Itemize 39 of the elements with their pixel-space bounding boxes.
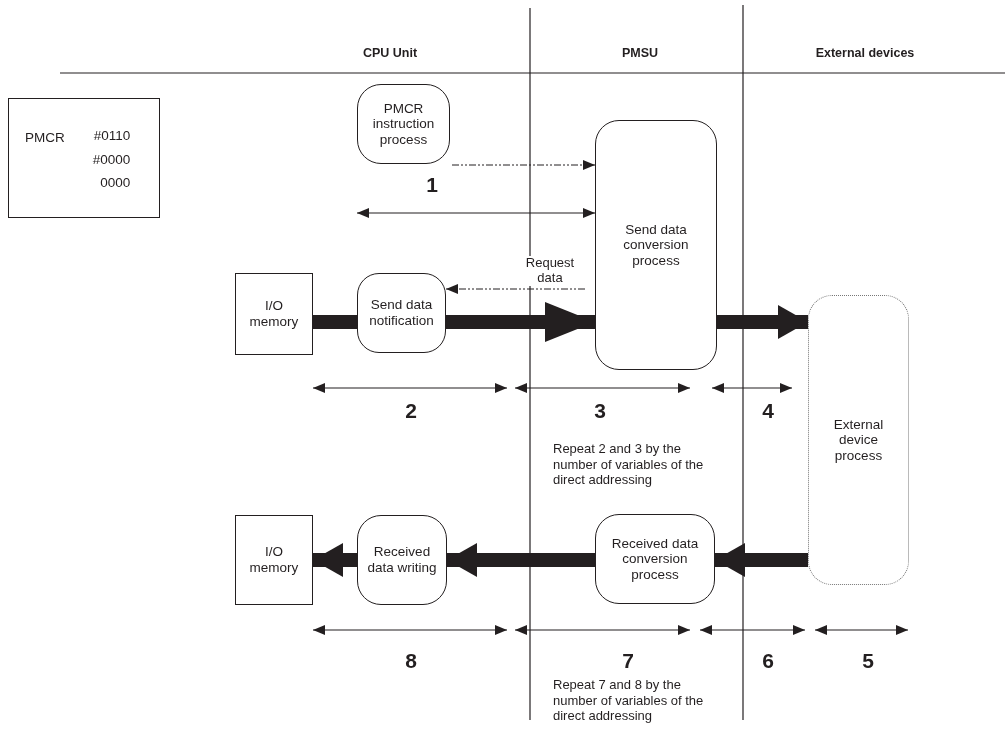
node-label: PMCR instruction process	[371, 100, 436, 148]
column-header: PMSU	[620, 46, 660, 61]
step-number: 2	[404, 398, 418, 424]
note-text: Repeat 7 and 8 by the number of variables of the direct addressing	[553, 677, 705, 724]
step-number: 1	[425, 172, 439, 198]
node-label: Received data conversion process	[610, 535, 700, 583]
column-header: CPU Unit	[361, 46, 419, 61]
instruction-operands: #0110 #0000 0000	[91, 127, 131, 193]
column-header: External devices	[814, 46, 916, 61]
data-flow-arrow	[715, 543, 808, 577]
data-flow-arrow	[446, 302, 595, 342]
instruction-box	[8, 98, 160, 218]
data-flow-arrow	[447, 543, 595, 577]
step-number: 3	[593, 398, 607, 424]
arrow	[451, 160, 596, 170]
node-label: Received data writing	[366, 544, 438, 576]
step-number: 4	[761, 398, 775, 424]
process-box	[595, 120, 717, 370]
step-number: 8	[404, 648, 418, 674]
step-number: 7	[621, 648, 635, 674]
memory-box	[235, 515, 313, 605]
arrow	[445, 284, 586, 294]
node-label: I/O memory	[248, 298, 300, 330]
node-label: Send data notification	[368, 297, 435, 329]
step-number: 5	[861, 648, 875, 674]
external-process-box	[808, 295, 909, 585]
note-text: Repeat 2 and 3 by the number of variables of the direct addressing	[553, 441, 705, 488]
node-label: I/O memory	[248, 544, 300, 576]
node-label: Send data conversion process	[622, 221, 690, 269]
instruction-name: PMCR	[25, 130, 66, 146]
memory-box	[235, 273, 313, 355]
process-box	[357, 273, 446, 353]
data-flow-arrow	[717, 305, 808, 339]
data-flow-arrow	[313, 543, 357, 577]
process-box	[357, 84, 450, 164]
process-box	[357, 515, 447, 605]
step-number: 6	[761, 648, 775, 674]
process-box	[595, 514, 715, 604]
node-label: External device process	[832, 416, 885, 464]
